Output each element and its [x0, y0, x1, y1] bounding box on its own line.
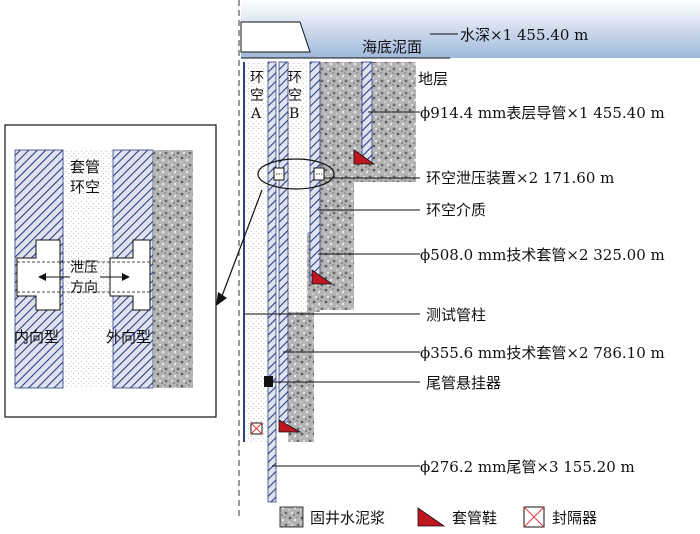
legend-packer-swatch [523, 506, 545, 528]
legend-casing-shoe-swatch [417, 507, 446, 527]
annulus-a-line-2: 空 [250, 88, 264, 104]
detail-inward-type: 内向型 [14, 328, 59, 346]
legend [279, 506, 545, 528]
liner-276-label: ϕ276.2 mm尾管×3 155.20 m [420, 458, 635, 476]
casing-shoes [278, 149, 376, 433]
packer [250, 422, 263, 435]
leader-lines [245, 33, 458, 467]
relief-devices [257, 158, 335, 190]
detail-box [4, 124, 217, 418]
liner-hanger-label: 尾管悬挂器 [426, 374, 501, 392]
detail-direction-line-1: 泄压 [70, 260, 98, 276]
annulus-b-line-3: B [289, 106, 299, 122]
cement-blocks [288, 62, 416, 442]
annulus-a-line-1: 环 [250, 70, 264, 86]
detail-direction-line-2: 方向 [70, 280, 98, 296]
seabed-label: 海底泥面 [362, 38, 422, 56]
annular-medium-label: 环空介质 [426, 201, 486, 219]
casing-508-label: ϕ508.0 mm技术套管×2 325.00 m [420, 246, 665, 264]
detail-annulus-line-1: 套管 [70, 158, 100, 176]
annulus-b-line-1: 环 [288, 70, 302, 86]
formation-label: 地层 [418, 70, 448, 88]
legend-cement-label: 固井水泥浆 [310, 509, 385, 527]
detail-outward-type: 外向型 [106, 328, 151, 346]
legend-packer-label: 封隔器 [552, 509, 597, 527]
detail-annulus-line-2: 环空 [70, 178, 100, 196]
conductor-label: ϕ914.4 mm表层导管×1 455.40 m [420, 104, 665, 122]
relief-device-label: 环空泄压装置×2 171.60 m [426, 169, 614, 187]
test-string-label: 测试管柱 [426, 306, 486, 324]
legend-cement-swatch [279, 506, 304, 528]
casing-355-label: ϕ355.6 mm技术套管×2 786.10 m [420, 344, 665, 362]
detail-callout-line [221, 189, 263, 297]
water-depth-label: 水深×1 455.40 m [460, 26, 588, 44]
legend-casing-shoe-label: 套管鞋 [452, 509, 497, 527]
detail-callout-arrowhead [216, 292, 227, 306]
liner-hanger [264, 376, 273, 387]
annulus-a-line-3: A [250, 106, 262, 122]
sea-layer [240, 0, 700, 59]
annulus-b-line-2: 空 [288, 88, 302, 104]
